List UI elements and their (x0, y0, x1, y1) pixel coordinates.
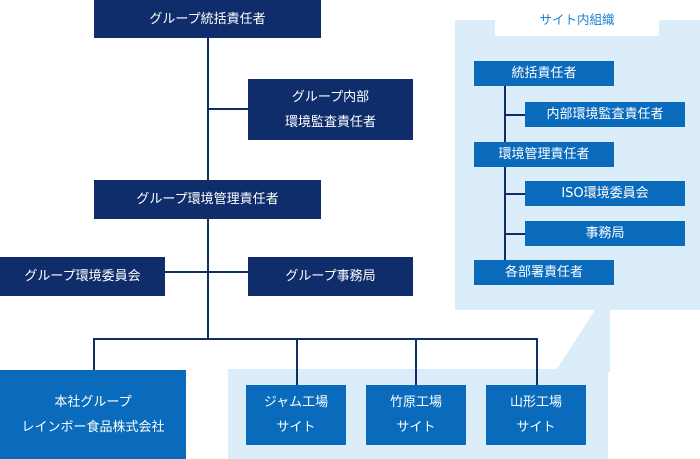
head-office-box: 本社グループ レインボー食品株式会社 (0, 370, 186, 459)
internal-audit-line1: グループ内部 (291, 89, 370, 105)
connector-line (93, 338, 538, 340)
site-box-jam: ジャム工場 サイト (246, 385, 346, 445)
iso-committee-label: ISO環境委員会 (561, 186, 649, 201)
connector-line (93, 338, 95, 370)
head-office-line1: 本社グループ (54, 394, 132, 410)
site-head-label: 統括責任者 (511, 66, 577, 81)
site-secretariat-label: 事務局 (585, 226, 625, 241)
secretariat-box: グループ事務局 (248, 257, 413, 296)
site-org-title-text: サイト内組織 (539, 12, 615, 27)
env-manager-box: グループ環境管理責任者 (94, 180, 321, 219)
group-head-label: グループ統括責任者 (149, 11, 266, 27)
site-env-manager-label: 環境管理責任者 (498, 147, 590, 162)
site-name: ジャム工場 (263, 395, 329, 410)
site-suffix: サイト (396, 420, 436, 435)
dept-heads-box: 各部署責任者 (474, 260, 614, 285)
connector-line (207, 108, 248, 110)
site-head-box: 統括責任者 (474, 61, 614, 86)
site-internal-audit-box: 内部環境監査責任者 (525, 102, 685, 127)
secretariat-label: グループ事務局 (285, 269, 376, 284)
site-secretariat-box: 事務局 (525, 221, 685, 246)
site-name: 山形工場 (509, 395, 562, 410)
env-committee-box: グループ環境委員会 (0, 257, 165, 296)
internal-audit-line2: 環境監査責任者 (284, 114, 376, 130)
env-committee-label: グループ環境委員会 (24, 269, 141, 284)
connector-line (504, 193, 525, 195)
site-env-manager-box: 環境管理責任者 (474, 142, 614, 167)
connector-line (296, 338, 298, 385)
connector-line (536, 338, 538, 385)
iso-committee-box: ISO環境委員会 (525, 181, 685, 206)
connector-line (504, 86, 506, 146)
connector-line (504, 167, 506, 262)
site-suffix: サイト (516, 420, 556, 435)
site-org-title: サイト内組織 (495, 3, 659, 36)
internal-audit-box: グループ内部 環境監査責任者 (248, 79, 413, 140)
group-head-box: グループ統括責任者 (94, 0, 321, 38)
connector-line (207, 219, 209, 339)
connector-line (504, 233, 525, 235)
dept-heads-label: 各部署責任者 (504, 265, 583, 280)
site-box-yamagata: 山形工場 サイト (486, 385, 586, 445)
connector-line (415, 338, 417, 385)
connector-line (165, 271, 248, 273)
site-box-takehara: 竹原工場 サイト (366, 385, 466, 445)
site-suffix: サイト (276, 420, 316, 435)
site-name: 竹原工場 (389, 395, 442, 410)
site-internal-audit-label: 内部環境監査責任者 (546, 107, 664, 122)
head-office-line2: レインボー食品株式会社 (21, 419, 165, 435)
env-manager-label: グループ環境管理責任者 (136, 192, 279, 207)
connector-line (504, 114, 525, 116)
